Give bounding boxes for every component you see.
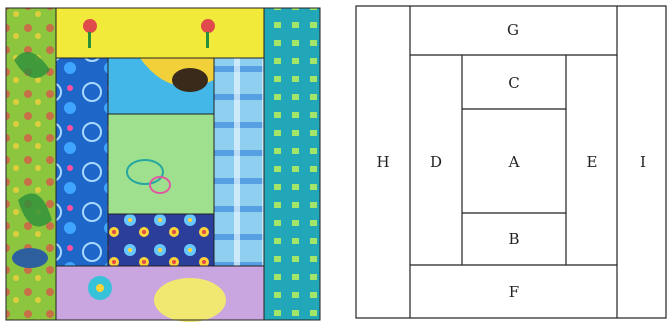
quilt-panel-right	[214, 58, 264, 266]
quilt-panel-center	[108, 114, 214, 214]
label-g: G	[507, 21, 519, 39]
label-h: H	[376, 153, 389, 171]
label-d: D	[430, 153, 442, 171]
label-e: E	[587, 153, 598, 171]
diagram-labels: G C H D A E I B F	[376, 21, 646, 301]
label-c: C	[508, 74, 519, 92]
quilt-strip-top	[56, 8, 264, 58]
label-i: I	[640, 153, 646, 171]
label-a: A	[508, 153, 520, 171]
quilt-photo	[6, 8, 320, 322]
label-b: B	[508, 230, 519, 248]
label-f: F	[509, 283, 519, 301]
